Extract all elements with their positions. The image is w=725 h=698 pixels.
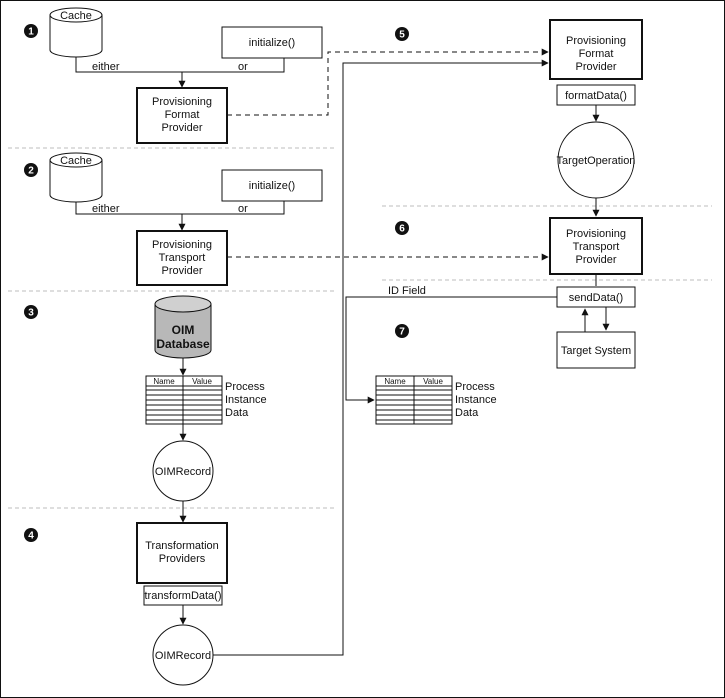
ptp-right-line3: Provider xyxy=(576,254,617,266)
step-marker-4: 4 xyxy=(24,528,38,542)
target-system-box xyxy=(556,331,636,369)
send-data-label: sendData() xyxy=(569,292,623,304)
pid-left-line3: Data xyxy=(225,407,249,419)
cache-label-2: Cache xyxy=(60,155,92,167)
svg-text:2: 2 xyxy=(28,166,34,177)
either-or-connector-1 xyxy=(75,57,285,73)
section-5: Provisioning Format Provider formatData(… xyxy=(549,19,643,217)
cache-cylinder-1: Cache xyxy=(49,7,103,58)
step-marker-1: 1 xyxy=(24,24,38,38)
process-instance-data-table-left: Name Value xyxy=(145,375,223,425)
id-field-label: ID Field xyxy=(388,285,426,297)
ptp-left-line2: Transport xyxy=(159,252,206,264)
step-marker-2: 2 xyxy=(24,163,38,177)
step-markers: 1 2 3 4 5 6 7 xyxy=(24,24,409,542)
section-2: Cache initialize() either or Provisionin… xyxy=(49,152,323,286)
pfp-left-line1: Provisioning xyxy=(152,96,212,108)
transformation-providers-box xyxy=(136,522,228,584)
transformation-line2: Providers xyxy=(159,553,206,565)
pfp-left-line2: Format xyxy=(165,109,200,121)
section-1: Cache initialize() either or Provisionin… xyxy=(49,7,323,144)
oim-db-line1: OIM xyxy=(172,323,195,337)
pfp-right-line1: Provisioning xyxy=(566,35,626,47)
step-marker-5: 5 xyxy=(395,27,409,41)
oimrecord-label-2: OIMRecord xyxy=(155,650,211,662)
format-data-label: formatData() xyxy=(565,90,627,102)
step-marker-6: 6 xyxy=(395,221,409,235)
or-label-2: or xyxy=(238,203,248,215)
pid-right-line1: Process xyxy=(455,381,495,393)
dashed-link-format-provider xyxy=(227,48,549,116)
pfp-right-line2: Format xyxy=(579,48,614,60)
pid-left-line1: Process xyxy=(225,381,265,393)
section-6: Provisioning Transport Provider xyxy=(549,217,643,286)
transformation-line1: Transformation xyxy=(145,540,219,552)
oim-database-cylinder: OIM Database xyxy=(154,295,212,359)
transform-data-label: transformData() xyxy=(144,590,221,602)
table-right-header-name: Name xyxy=(384,377,406,386)
pfp-right-line3: Provider xyxy=(576,61,617,73)
either-or-connector-2 xyxy=(75,201,285,215)
cache-label-1: Cache xyxy=(60,10,92,22)
target-operation-label: TargetOperation xyxy=(557,155,636,167)
svg-text:3: 3 xyxy=(28,308,34,319)
pid-right-line2: Instance xyxy=(455,394,497,406)
pfp-left-line3: Provider xyxy=(162,122,203,134)
initialize-box-1 xyxy=(221,26,323,59)
process-instance-data-table-right: Name Value xyxy=(375,375,453,425)
section-7: sendData() Target System ID Field Name V… xyxy=(345,285,636,425)
section-separators xyxy=(8,147,712,509)
ptp-right-line2: Transport xyxy=(573,241,620,253)
or-label-1: or xyxy=(238,61,248,73)
initialize-label-2: initialize() xyxy=(249,180,295,192)
ptp-left-line3: Provider xyxy=(162,265,203,277)
either-label-2: either xyxy=(92,203,120,215)
pid-left-line2: Instance xyxy=(225,394,267,406)
section-3: OIM Database Name Value Process Instance… xyxy=(145,295,267,523)
svg-text:1: 1 xyxy=(28,27,34,38)
section-4: Transformation Providers transformData()… xyxy=(136,522,228,686)
arrow-oimrecord-to-format-provider-right xyxy=(213,59,549,656)
table-left-header-name: Name xyxy=(153,377,175,386)
arrow-id-field-to-table xyxy=(345,296,557,404)
oimrecord-label-1: OIMRecord xyxy=(155,466,211,478)
oim-db-line2: Database xyxy=(156,337,210,351)
provisioning-transport-provider-box-left xyxy=(136,230,228,286)
table-left-header-value: Value xyxy=(192,377,212,386)
svg-text:5: 5 xyxy=(399,30,405,41)
cache-cylinder-2: Cache xyxy=(49,152,103,203)
provisioning-format-provider-box-right xyxy=(549,19,643,80)
svg-text:7: 7 xyxy=(399,327,405,338)
initialize-box-2 xyxy=(221,169,323,202)
ptp-right-line1: Provisioning xyxy=(566,228,626,240)
either-label-1: either xyxy=(92,61,120,73)
step-marker-3: 3 xyxy=(24,305,38,319)
target-system-label: Target System xyxy=(561,345,631,357)
pid-right-line3: Data xyxy=(455,407,479,419)
table-right-header-value: Value xyxy=(423,377,443,386)
svg-text:6: 6 xyxy=(399,224,405,235)
initialize-label-1: initialize() xyxy=(249,37,295,49)
svg-text:4: 4 xyxy=(28,531,34,542)
ptp-left-line1: Provisioning xyxy=(152,239,212,251)
step-marker-7: 7 xyxy=(395,324,409,338)
